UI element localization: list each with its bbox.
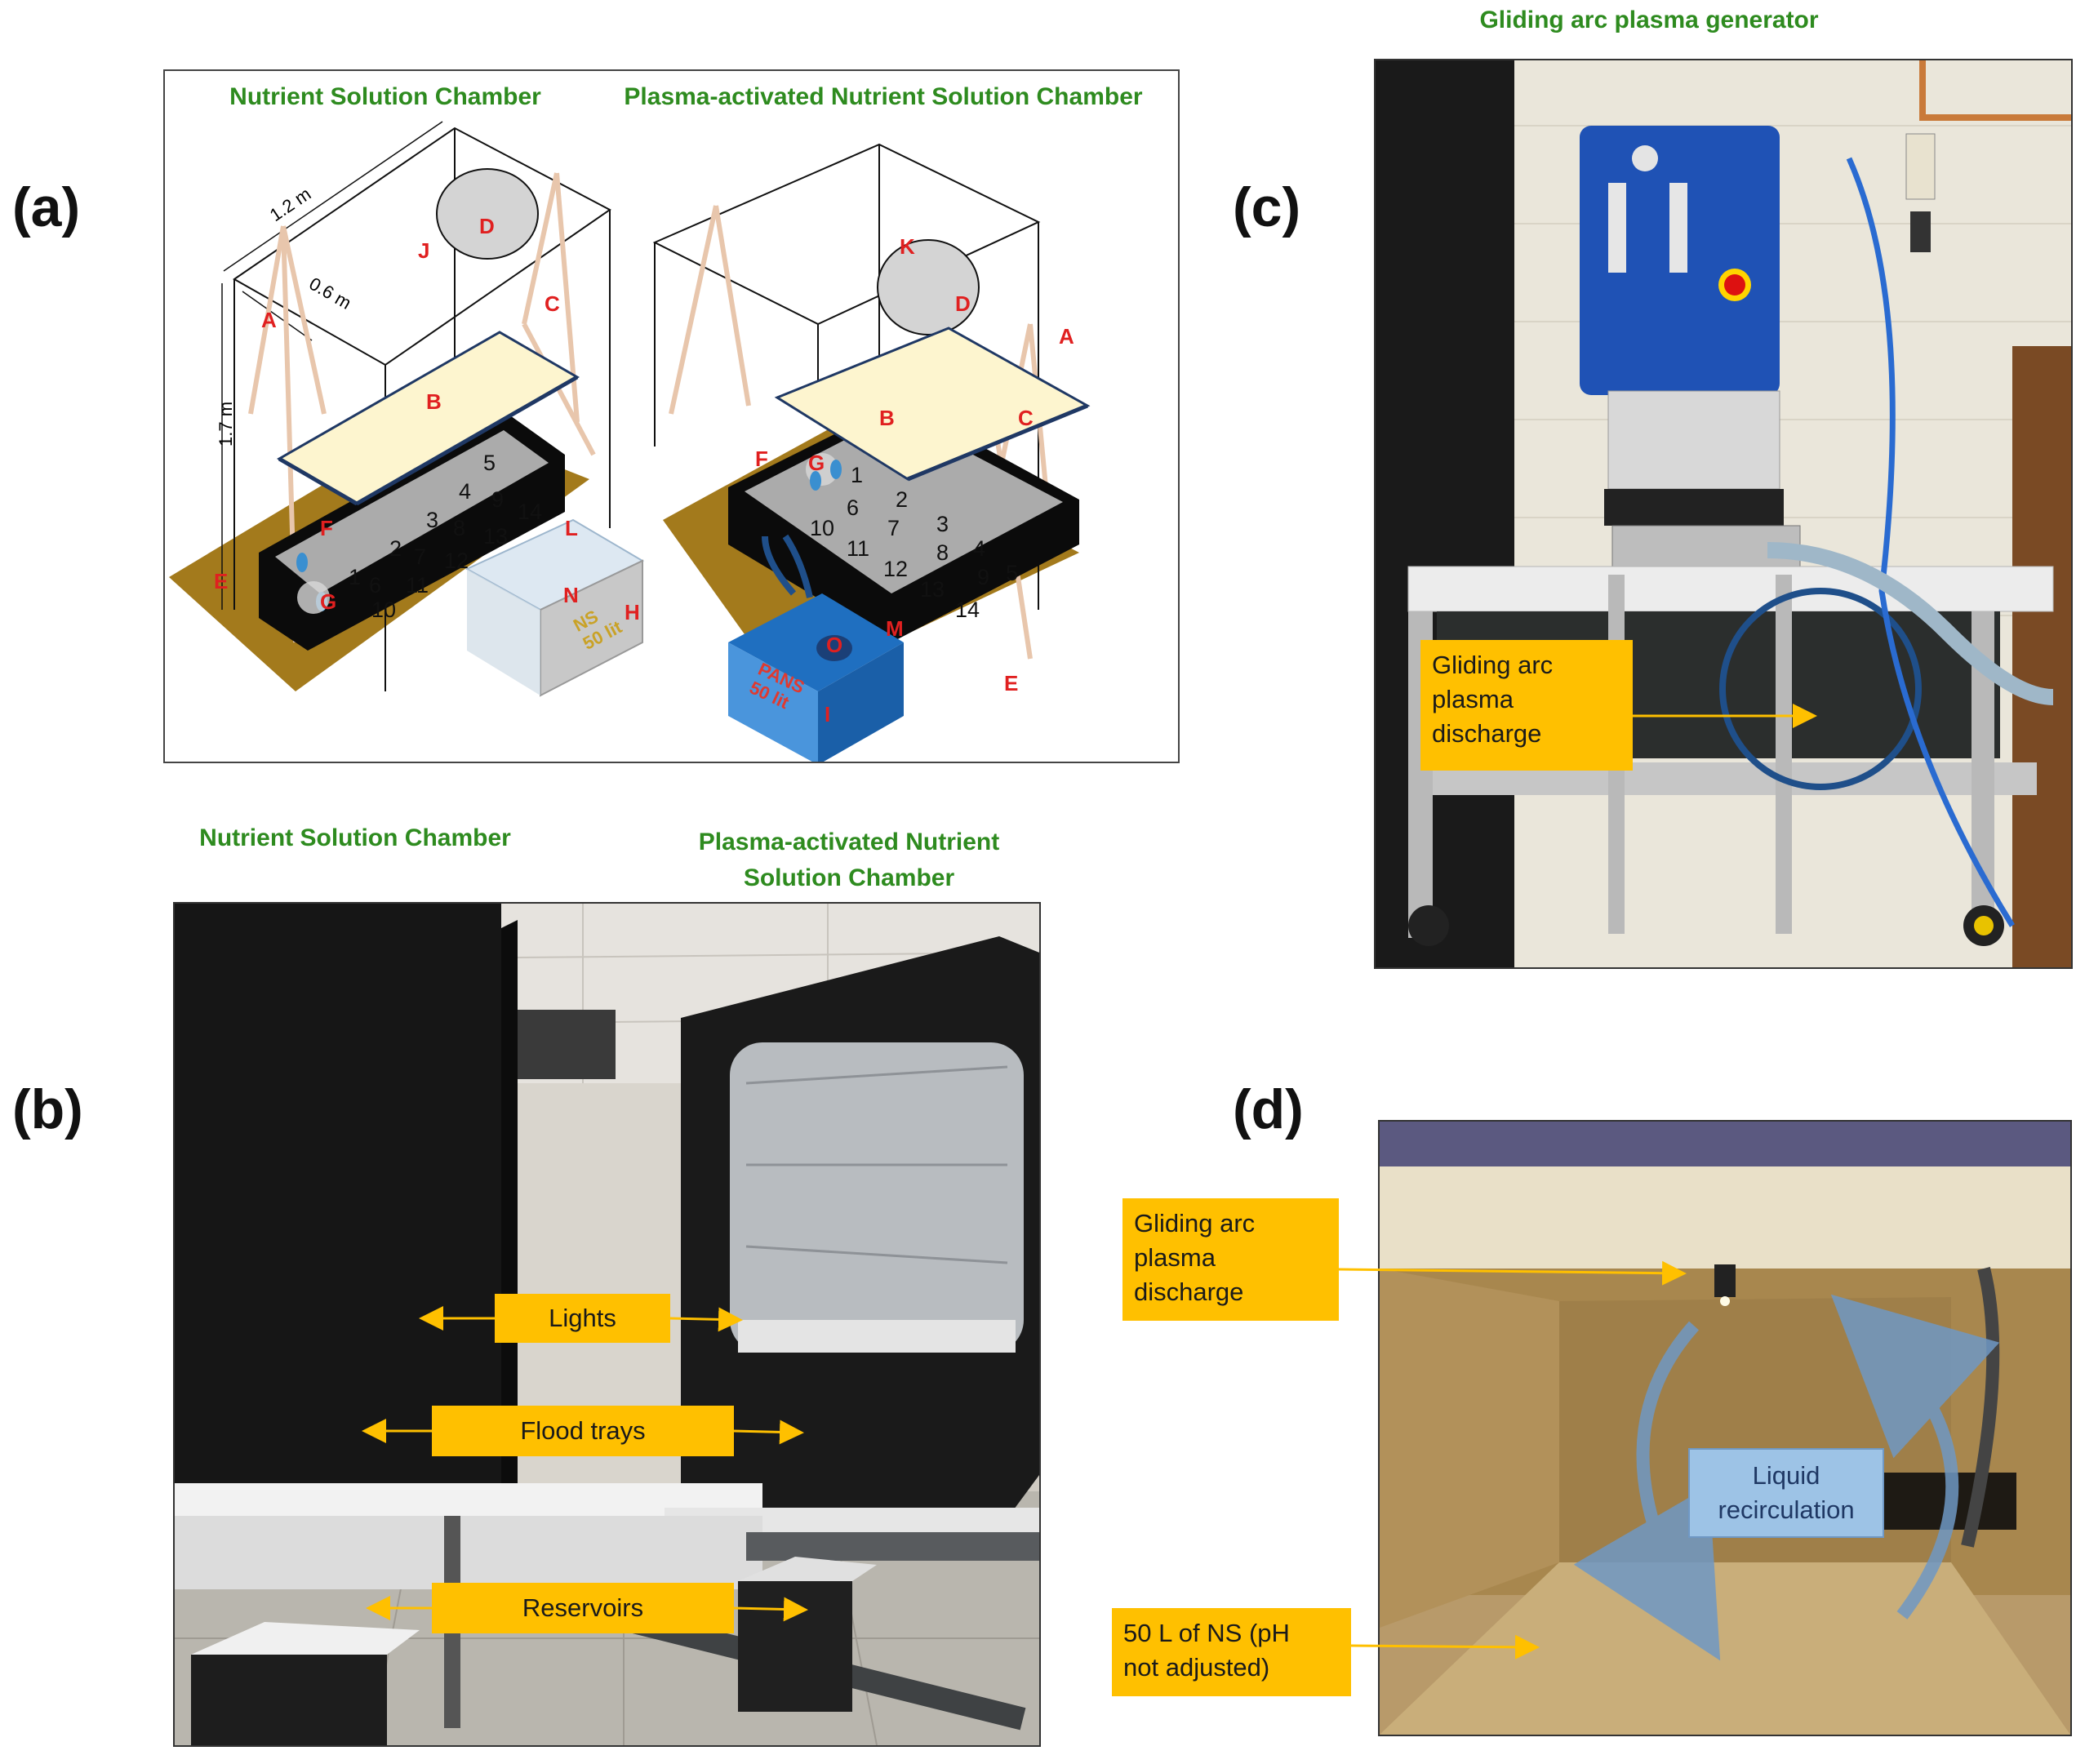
panel-b-photo: Lights Flood trays Reservoirs	[173, 902, 1041, 1747]
reservoir-pans-front	[728, 642, 818, 762]
panel-a-schematic: Nutrient Solution Chamber Plasma-activat…	[163, 69, 1180, 763]
reservoir-pans-side	[818, 642, 904, 762]
panel-a-letter: (a)	[12, 176, 81, 238]
tray-num-left-7: 7	[414, 544, 427, 569]
dim-height: 1.7 m	[216, 402, 236, 447]
label-B-left: B	[426, 389, 442, 414]
fan-D-right	[877, 239, 980, 335]
label-L: L	[565, 516, 578, 540]
component-labels: A A B B C C D D E E F F G G H I J K L M …	[165, 71, 1178, 762]
label-A-left: A	[261, 308, 277, 332]
label-B-right: B	[879, 406, 895, 430]
tray-num-left-14: 14	[518, 500, 543, 524]
tray-num-right-7: 7	[887, 516, 900, 540]
label-D-right: D	[955, 291, 971, 316]
drip-G-left-1	[296, 553, 308, 572]
panel-a-title-right: Plasma-activated Nutrient Solution Chamb…	[624, 83, 1143, 110]
panel-a-title-left: Nutrient Solution Chamber	[229, 83, 541, 110]
generator-scene	[1376, 60, 2071, 967]
tray-num-right-5: 5	[1006, 561, 1019, 585]
liquid-recirculation-label: Liquid recirculation	[1688, 1448, 1884, 1538]
tray-num-left-12: 12	[444, 549, 469, 573]
tray-numbers: 1 2 3 4 5 6 7 8 9 10 11 12 13 14 1 2 3 4…	[165, 71, 1178, 762]
label-M: M	[886, 616, 904, 641]
lab-scene	[175, 904, 1039, 1745]
tray-num-left-10: 10	[371, 598, 397, 622]
tray-num-left-1: 1	[349, 565, 362, 589]
tray-num-left-8: 8	[453, 516, 466, 540]
tray-num-left-11: 11	[406, 573, 429, 598]
panel-b-title-left: Nutrient Solution Chamber	[199, 824, 511, 851]
label-F-left: F	[320, 516, 333, 540]
tray-num-left-3: 3	[426, 508, 439, 532]
callout-reservoirs: Reservoirs	[432, 1583, 734, 1633]
tray-num-right-11: 11	[847, 536, 870, 561]
callout-ns-volume: 50 L of NS (pH not adjusted)	[1112, 1608, 1351, 1696]
drip-G-right-2	[830, 460, 842, 479]
reservoir-interior	[1380, 1122, 2070, 1735]
label-K: K	[900, 234, 915, 259]
drip-G-right-1	[810, 471, 821, 491]
tray-num-right-6: 6	[847, 495, 860, 520]
label-C-left: C	[545, 291, 560, 316]
callout-gliding-arc-c: Gliding arc plasma discharge	[1420, 640, 1633, 771]
label-J: J	[418, 238, 430, 263]
panel-c-photo: Gliding arc plasma discharge	[1374, 59, 2073, 969]
panel-b-letter: (b)	[12, 1078, 83, 1140]
dimensions	[221, 121, 443, 610]
label-F-right: F	[755, 447, 768, 471]
label-C-right: C	[1018, 406, 1034, 430]
panel-d-letter: (d)	[1233, 1078, 1304, 1140]
label-O: O	[826, 633, 843, 657]
label-G-right: G	[808, 451, 825, 475]
label-E-right: E	[1004, 671, 1019, 695]
tray-num-right-9: 9	[977, 565, 990, 589]
tray-num-right-14: 14	[955, 598, 980, 622]
label-E-left: E	[214, 569, 229, 593]
chamber-drawing: 1.2 m 0.6 m 1.7 m	[169, 121, 1091, 762]
tray-num-right-1: 1	[851, 463, 864, 487]
reservoir-pans-top	[728, 593, 904, 691]
tray-num-left-2: 2	[389, 536, 402, 561]
label-N: N	[563, 583, 579, 607]
tray-num-left-6: 6	[369, 573, 382, 598]
tray-num-right-3: 3	[936, 512, 949, 536]
label-D-left: D	[479, 214, 495, 238]
callout-flood-trays: Flood trays	[432, 1406, 734, 1456]
tray-num-right-4: 4	[973, 536, 986, 561]
tray-num-right-2: 2	[896, 487, 909, 512]
tray-num-right-8: 8	[936, 540, 949, 565]
panel-d-photo: Liquid recirculation	[1378, 1120, 2072, 1736]
tray-num-left-5: 5	[483, 451, 496, 475]
tray-bed-left	[275, 430, 549, 593]
tray-num-left-9: 9	[491, 487, 505, 512]
tray-num-right-10: 10	[810, 516, 835, 540]
panel-b-title-right: Plasma-activated Nutrient Solution Chamb…	[698, 829, 1000, 891]
tray-num-left-4: 4	[459, 479, 472, 504]
callout-lights: Lights	[495, 1294, 670, 1343]
tray-num-right-13: 13	[920, 577, 945, 602]
label-G-left: G	[320, 589, 337, 614]
label-H: H	[625, 600, 640, 624]
fan-D-left	[436, 168, 539, 260]
panel-c-title: Gliding arc plasma generator	[1479, 7, 1819, 33]
tray-num-left-13: 13	[483, 524, 509, 549]
tray-num-right-12: 12	[883, 557, 909, 581]
label-A-right: A	[1059, 324, 1074, 349]
panel-c-letter: (c)	[1233, 176, 1301, 238]
label-I: I	[825, 702, 831, 726]
callout-gliding-arc-d: Gliding arc plasma discharge	[1122, 1198, 1339, 1321]
